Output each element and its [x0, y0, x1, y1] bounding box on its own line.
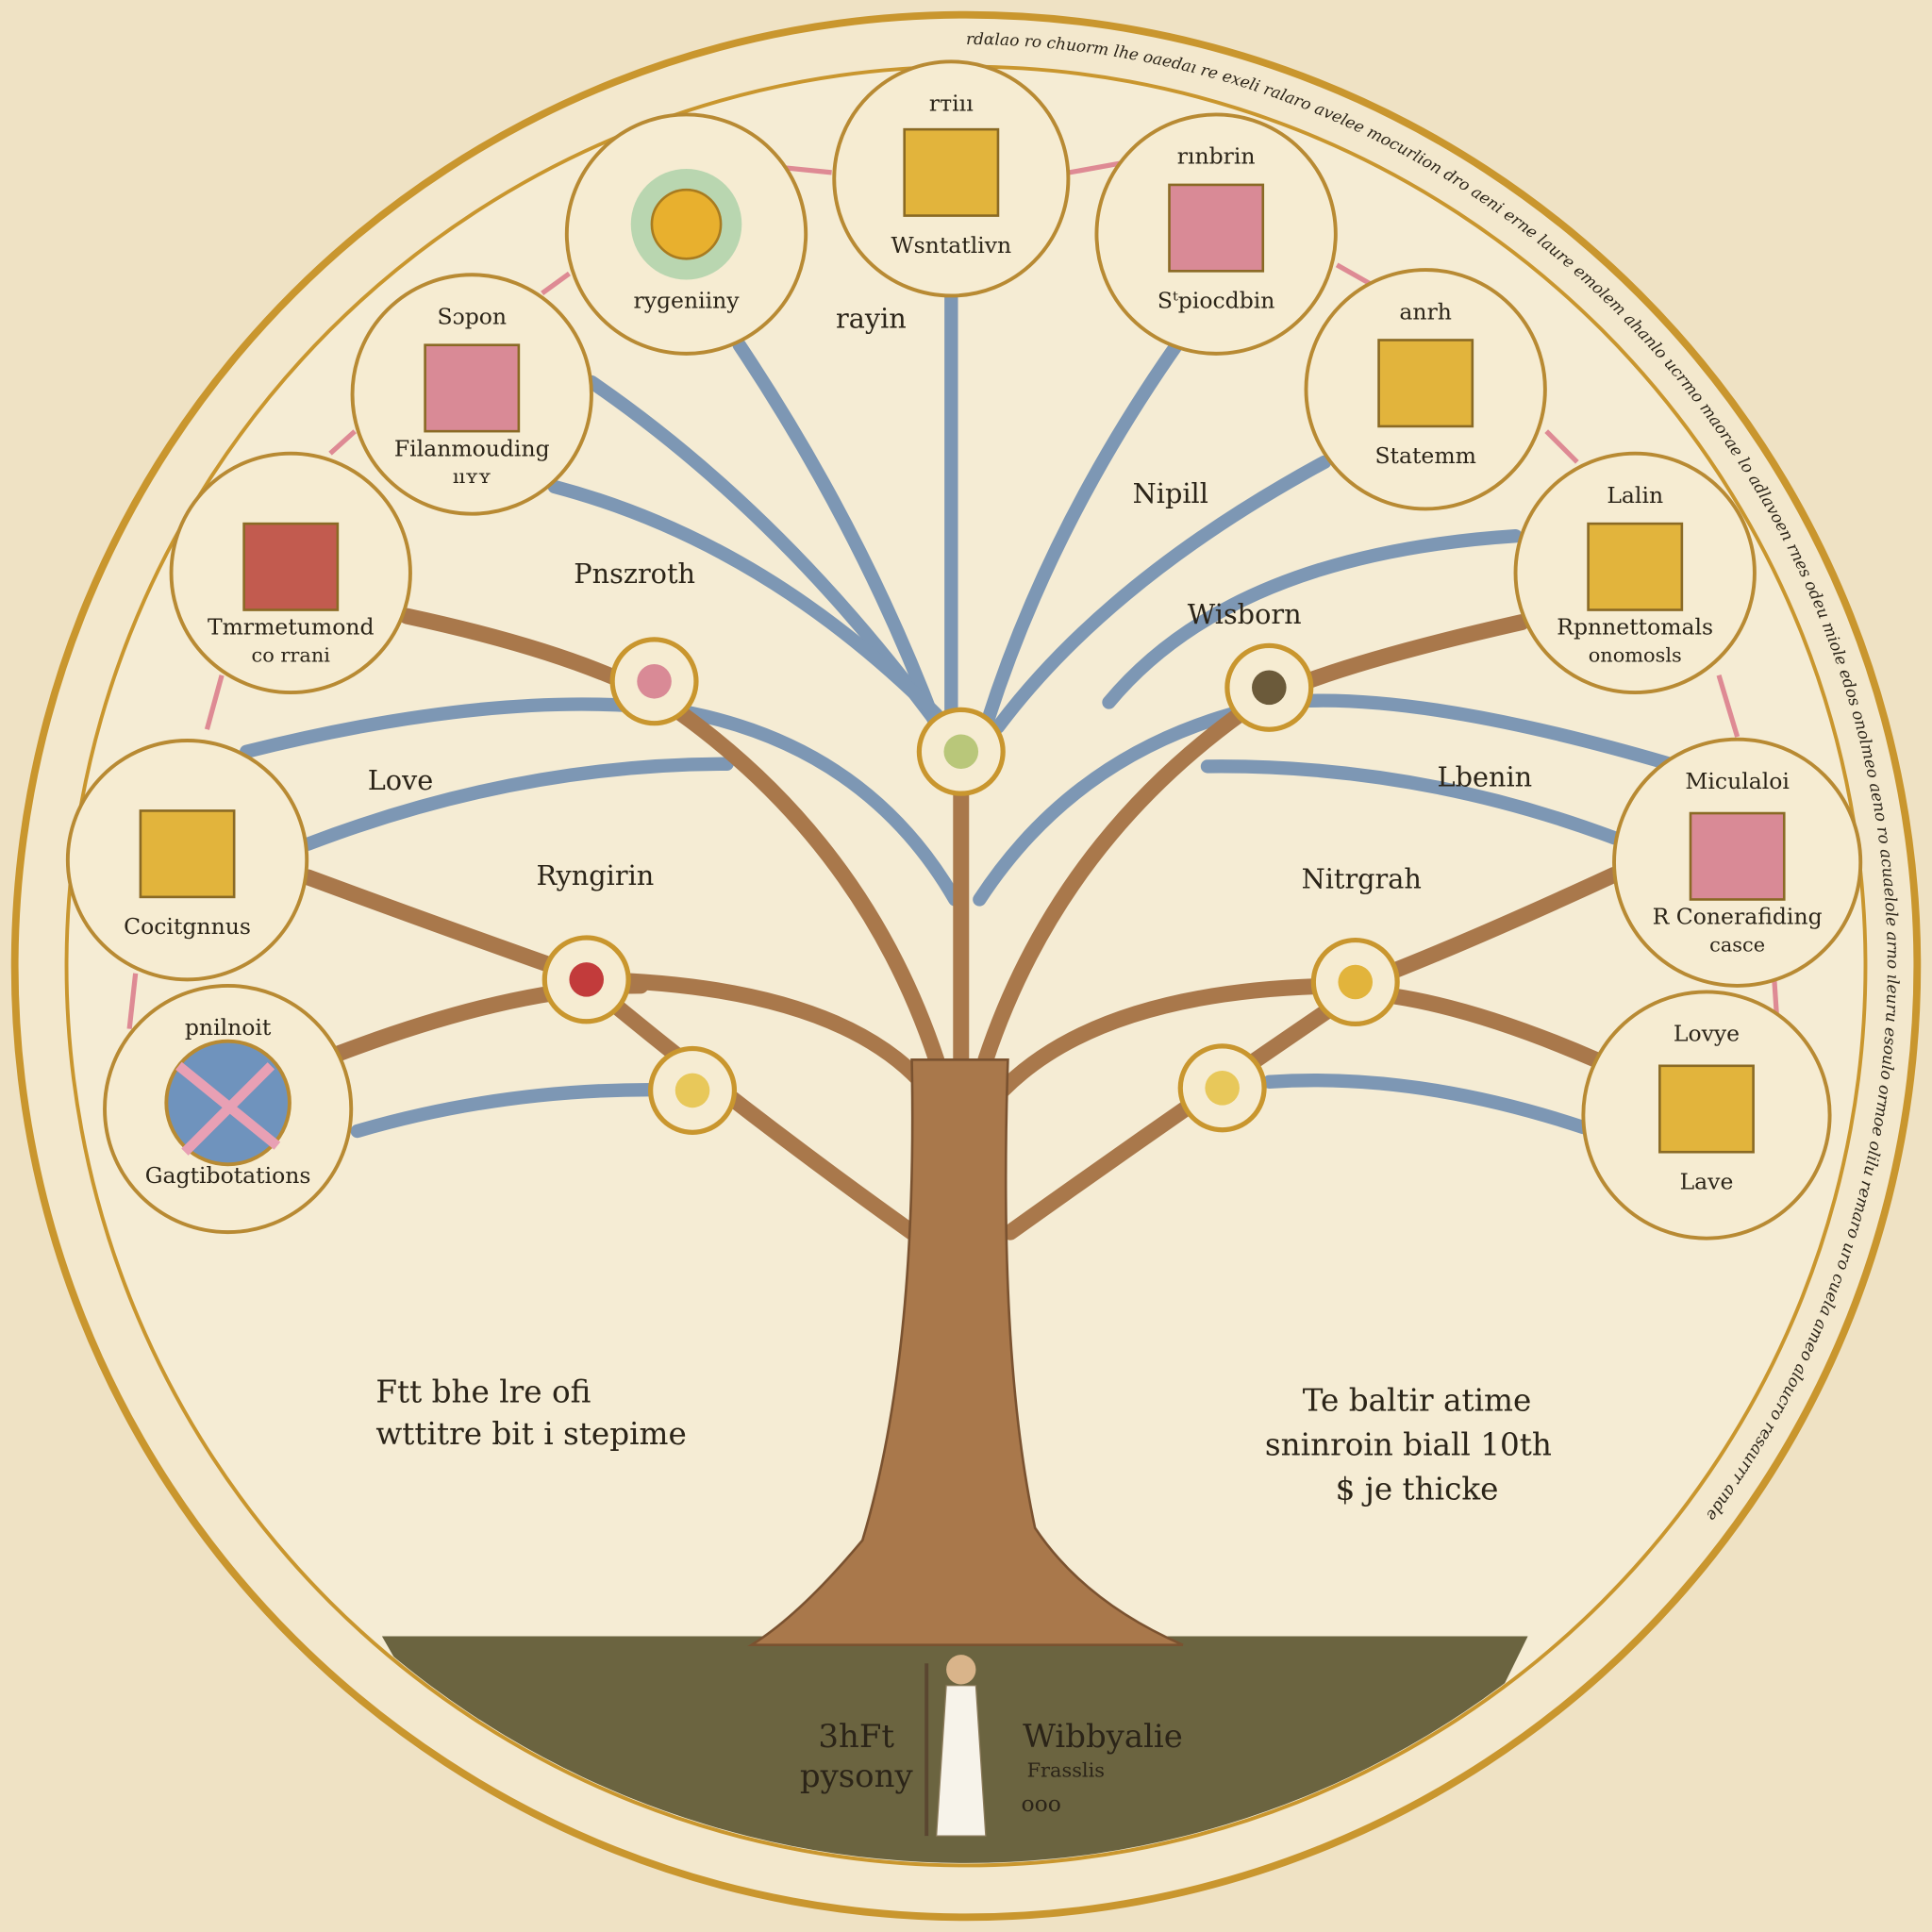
medallion-label: Rpnnettomals [1557, 614, 1713, 641]
medallion-label: onomosls [1589, 643, 1682, 666]
branch-label: Love [368, 764, 434, 796]
left-caption-line: Ftt bhe lre ofi [375, 1374, 591, 1409]
medallion-label: R Conerafiding [1653, 904, 1823, 930]
medallion-title: pnilnoit [185, 1014, 272, 1041]
medallion-label: Statemm [1374, 442, 1475, 469]
medallion-title: rınbrin [1177, 143, 1256, 170]
right-caption-line: $ je thicke [1336, 1472, 1499, 1507]
medallion: Miculaloi R Conerafiding casce [1612, 737, 1863, 988]
medallion: ryɡeniiny [564, 112, 808, 356]
temple-icon [1377, 339, 1474, 428]
ground-text-right: Wibbyalie [1023, 1718, 1183, 1756]
medallion-label: ryɡeniiny [633, 288, 740, 314]
branch-node-emblem [541, 935, 631, 1024]
seated-king-icon [1587, 522, 1684, 611]
branch-node-emblem [609, 637, 699, 726]
medallion-title: Lovye [1674, 1021, 1740, 1047]
medallion-label: co rrani [252, 643, 331, 666]
winged-cross-icon [1658, 1064, 1755, 1154]
branch-label: Lbenin [1438, 760, 1533, 792]
branch-node-emblem [648, 1045, 738, 1135]
medallion-title: Lalin [1607, 482, 1663, 508]
medallion: Cocitgnnus [65, 739, 309, 982]
branch-label: Pnszroth [574, 558, 695, 590]
sun-flower-icon [630, 168, 742, 280]
branch-node-emblem [1224, 642, 1314, 732]
medallion-label: Lave [1680, 1168, 1734, 1194]
medallion-label: ııʏʏ [453, 465, 491, 488]
crossed-staffs-icon [242, 522, 340, 611]
branch-label: rayin [836, 302, 907, 334]
medallion-title: anrh [1399, 298, 1452, 325]
ground-text-right: Frasslis [1027, 1758, 1105, 1781]
medallion-title: rтiıı [929, 91, 974, 117]
golden-square-icon [903, 127, 1000, 217]
branch-label: Ryngirin [536, 859, 654, 891]
ground-text-left: 3hFt [818, 1718, 894, 1756]
branch-label: Nipill [1133, 477, 1208, 509]
angel-figure-icon [424, 343, 521, 433]
medallion-label: Tmrmetumond [208, 614, 375, 641]
medallion-label: Filanmouding [394, 435, 550, 461]
left-caption-line: wttitre bit i stepime [375, 1416, 686, 1452]
ground-text-right: ooo [1021, 1790, 1060, 1817]
chapel-icon [1689, 811, 1786, 901]
right-caption-line: sninroin biall 10th [1265, 1427, 1552, 1463]
robed-figure-icon [924, 1655, 987, 1837]
branch-node-emblem [1310, 937, 1400, 1026]
medallion-label: casce [1709, 933, 1765, 956]
branch-node-emblem [916, 707, 1006, 796]
medallion-title: Miculaloi [1685, 768, 1790, 794]
branch-label: Wisborn [1188, 598, 1302, 630]
branch-node-emblem [1177, 1043, 1267, 1133]
medallion-title: Sɔpon [437, 304, 507, 330]
church-icon [139, 809, 236, 899]
branch-label: Nitrgrah [1302, 863, 1422, 895]
medallion-label: Sᵗpiocdbin [1158, 288, 1275, 314]
ground-text-left: pysony [800, 1757, 914, 1795]
medallion-label: Cocitgnnus [124, 913, 251, 940]
medallion-label: Gagtibotations [145, 1162, 311, 1189]
tree-trunk [747, 1058, 1184, 1646]
dove-icon [164, 1039, 291, 1167]
medallion-label: Wsntatlivn [891, 232, 1011, 258]
winged-figure-icon [1168, 183, 1265, 273]
right-caption-line: Te baltir atime [1303, 1383, 1532, 1419]
